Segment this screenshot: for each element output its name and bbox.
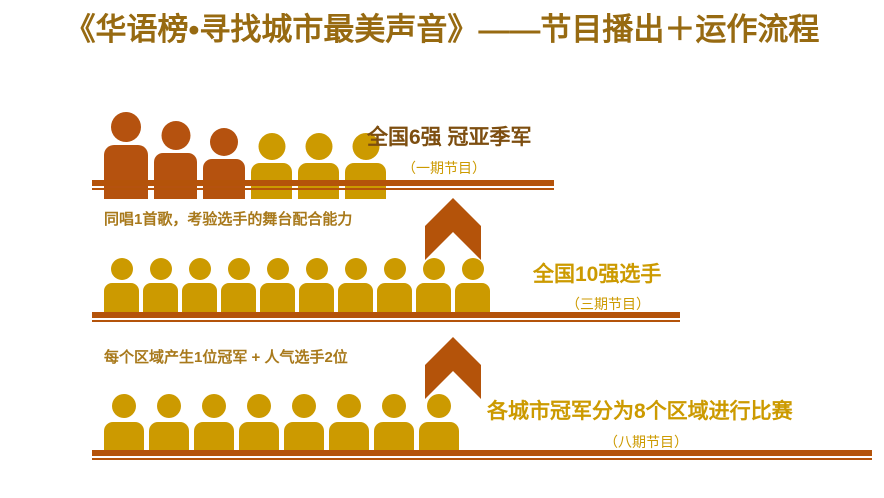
- person-body-icon: [338, 283, 373, 317]
- person-figure: [182, 258, 217, 317]
- tier-top-heading: 全国6强 冠亚季军: [367, 126, 532, 149]
- person-head-icon: [210, 128, 238, 156]
- person-head-icon: [111, 112, 141, 142]
- person-head-icon: [427, 394, 451, 418]
- person-head-icon: [337, 394, 361, 418]
- person-figure: [374, 394, 414, 456]
- person-head-icon: [461, 258, 484, 280]
- person-body-icon: [377, 283, 412, 317]
- person-body-icon: [104, 145, 148, 199]
- person-body-icon: [416, 283, 451, 317]
- person-body-icon: [154, 153, 197, 199]
- tier-bottom-subtitle: （八期节目）: [604, 434, 688, 450]
- person-figure: [203, 128, 245, 199]
- person-figure: [239, 394, 279, 456]
- person-body-icon: [221, 283, 256, 317]
- baseline-thick-bar: [92, 450, 872, 456]
- figure-row-middle: [104, 258, 494, 317]
- tier-top-subtitle: （一期节目）: [402, 160, 486, 176]
- person-head-icon: [149, 258, 172, 280]
- person-head-icon: [112, 394, 136, 418]
- person-figure: [104, 112, 148, 199]
- person-head-icon: [352, 133, 379, 160]
- page-title: 《华语榜•寻找城市最美声音》——节目播出＋运作流程: [64, 12, 820, 47]
- person-head-icon: [382, 394, 406, 418]
- person-figure: [221, 258, 256, 317]
- person-figure: [299, 258, 334, 317]
- person-figure: [154, 121, 197, 199]
- person-head-icon: [266, 258, 289, 280]
- person-body-icon: [182, 283, 217, 317]
- person-head-icon: [161, 121, 190, 150]
- person-body-icon: [104, 283, 139, 317]
- person-body-icon: [455, 283, 490, 317]
- person-body-icon: [143, 283, 178, 317]
- arrow-lower: [425, 337, 481, 404]
- person-figure: [455, 258, 490, 317]
- note-upper: 同唱1首歌，考验选手的舞台配合能力: [104, 211, 353, 228]
- chevron-up-icon: [425, 198, 481, 260]
- person-figure: [104, 394, 144, 456]
- person-figure: [284, 394, 324, 456]
- person-head-icon: [227, 258, 250, 280]
- person-head-icon: [383, 258, 406, 280]
- baseline-thin-line: [92, 320, 680, 322]
- person-head-icon: [110, 258, 133, 280]
- person-head-icon: [202, 394, 226, 418]
- baseline-thick-bar: [92, 180, 554, 186]
- person-body-icon: [299, 283, 334, 317]
- person-figure: [419, 394, 459, 456]
- tier-middle-subtitle: （三期节目）: [566, 296, 650, 312]
- chevron-up-icon: [425, 337, 481, 399]
- person-head-icon: [188, 258, 211, 280]
- person-figure: [104, 258, 139, 317]
- baseline-thin-line: [92, 458, 872, 460]
- person-head-icon: [247, 394, 271, 418]
- figure-row-bottom: [104, 394, 464, 456]
- baseline-thin-line: [92, 188, 554, 190]
- tier-bottom-heading: 各城市冠军分为8个区域进行比赛: [487, 400, 793, 423]
- person-figure: [329, 394, 369, 456]
- person-figure: [260, 258, 295, 317]
- person-figure: [194, 394, 234, 456]
- person-figure: [338, 258, 373, 317]
- person-head-icon: [344, 258, 367, 280]
- person-head-icon: [422, 258, 445, 280]
- person-figure: [416, 258, 451, 317]
- note-lower: 每个区域产生1位冠军 + 人气选手2位: [104, 349, 348, 366]
- person-head-icon: [258, 133, 285, 160]
- person-head-icon: [305, 258, 328, 280]
- arrow-upper: [425, 198, 481, 265]
- tier-middle-heading: 全国10强选手: [533, 263, 662, 286]
- baseline-thick-bar: [92, 312, 680, 318]
- person-head-icon: [292, 394, 316, 418]
- person-body-icon: [203, 159, 245, 199]
- person-figure: [149, 394, 189, 456]
- person-body-icon: [260, 283, 295, 317]
- person-head-icon: [305, 133, 332, 160]
- person-figure: [143, 258, 178, 317]
- person-head-icon: [157, 394, 181, 418]
- person-figure: [377, 258, 412, 317]
